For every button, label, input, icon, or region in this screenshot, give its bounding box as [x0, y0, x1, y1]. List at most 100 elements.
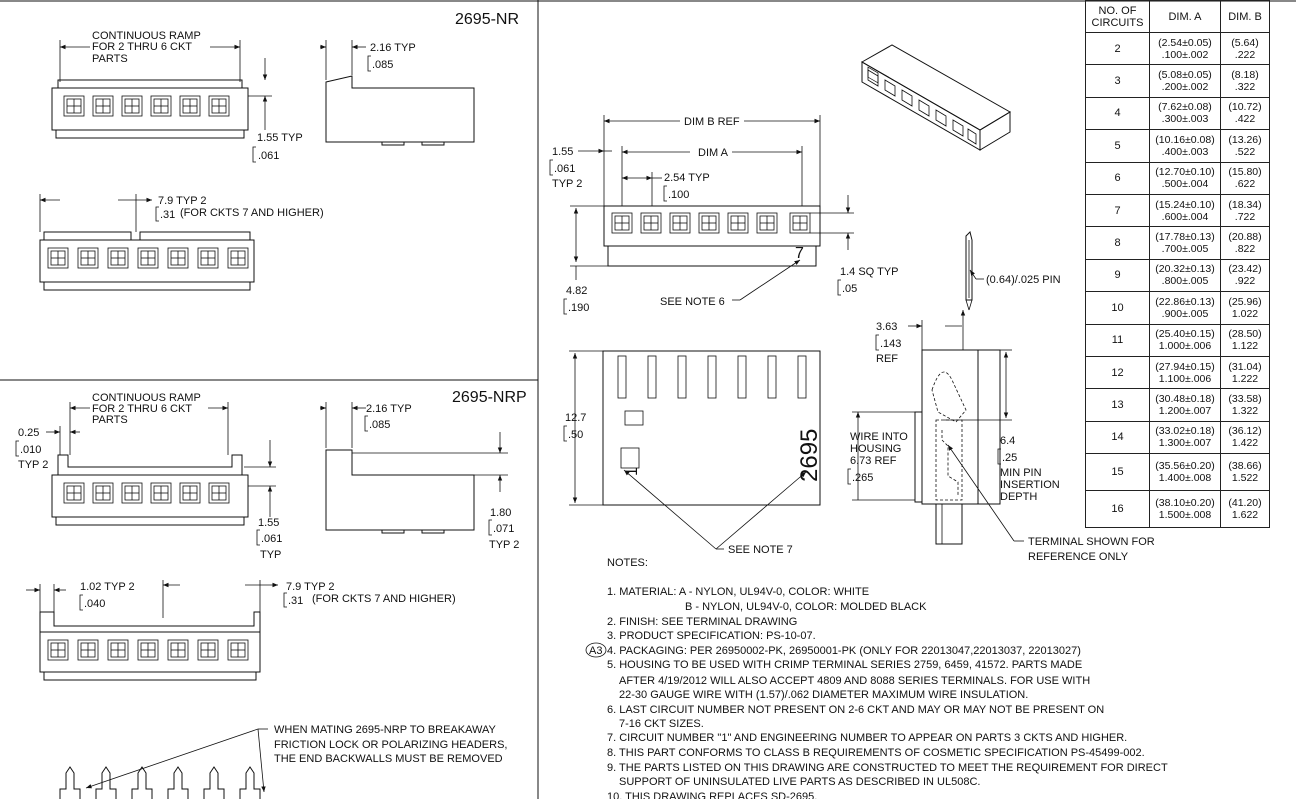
cell-dim-a: (5.08±0.05).200±.002	[1149, 64, 1221, 98]
nrp-typ: TYP	[260, 549, 281, 561]
nr-ckts7: (FOR CKTS 7 AND HIGHER)	[180, 207, 324, 219]
nrp-side-view	[325, 449, 475, 534]
note-3: 3. PRODUCT SPECIFICATION: PS-10-07.	[607, 630, 816, 642]
cell-dim-a: (33.02±0.18)1.300±.007	[1149, 420, 1221, 455]
cell-dim-b: (20.88).822	[1220, 226, 1270, 260]
nr-front-view	[51, 79, 249, 139]
note-2: 2. FINISH: SEE TERMINAL DRAWING	[607, 616, 797, 628]
nr-dim-31: .31	[160, 209, 175, 221]
nr-dim-155: 1.55 TYP	[257, 132, 303, 144]
dim-typ2: TYP 2	[552, 178, 582, 190]
table-row: 2(2.54±0.05).100±.002(5.64).222	[1085, 31, 1270, 66]
dim-64: 6.4	[1000, 435, 1015, 447]
note-7: 7. CIRCUIT NUMBER "1" AND ENGINEERING NU…	[607, 732, 1127, 744]
table-row: 13(30.48±0.18)1.200±.007(33.58)1.322	[1085, 388, 1270, 422]
engineering-number: 2695	[796, 429, 823, 482]
cell-dim-b: (25.96)1.022	[1220, 291, 1270, 325]
cell-circuits: 4	[1085, 96, 1150, 131]
nrp-dim-085: .085	[369, 419, 390, 431]
note-1a: 1. MATERIAL: A - NYLON, UL94V-0, COLOR: …	[607, 586, 869, 598]
table-row: 7(15.24±0.10).600±.004(18.34).722	[1085, 193, 1270, 228]
nrp-dim-102: 1.02 TYP 2	[80, 581, 135, 593]
cell-dim-a: (22.86±0.13).900±.005	[1149, 291, 1221, 325]
cell-dim-a: (17.78±0.13).700±.005	[1149, 226, 1221, 260]
see-note-7: SEE NOTE 7	[728, 544, 793, 556]
nrp-dim-31: .31	[288, 595, 303, 607]
mate-note-1: WHEN MATING 2695-NRP TO BREAKAWAY	[274, 724, 497, 736]
table-row: 3(5.08±0.05).200±.002(8.18).322	[1085, 64, 1270, 98]
min-pin-2: INSERTION	[1000, 479, 1060, 491]
cell-circuits: 6	[1085, 161, 1150, 195]
cell-dim-b: (15.80).622	[1220, 161, 1270, 195]
see-note-6: SEE NOTE 6	[660, 296, 725, 308]
table-row: 6(12.70±0.10).500±.004(15.80).622	[1085, 161, 1270, 195]
wire-label-2: HOUSING	[850, 443, 901, 455]
nrp-dim-010: .010	[20, 444, 41, 456]
nr-section: 2695-NR CONTINUOUS RAMP FOR 2 THRU 6 CKT…	[39, 11, 519, 291]
nrp-front-view	[51, 454, 249, 526]
cell-dim-b: (23.42).922	[1220, 258, 1270, 293]
nrp-ramp-label-3: PARTS	[92, 414, 128, 426]
terminal-section-view	[914, 231, 1001, 545]
note-9a: 9. THE PARTS LISTED ON THIS DRAWING ARE …	[607, 762, 1168, 774]
nr-ramp-label-3: PARTS	[92, 53, 128, 65]
cell-circuits: 8	[1085, 226, 1150, 260]
note-5b: AFTER 4/19/2012 WILL ALSO ACCEPT 4809 AN…	[619, 675, 1090, 687]
nrp-dim-071: .071	[493, 523, 514, 535]
cell-dim-b: (36.12)1.422	[1220, 420, 1270, 455]
cell-dim-a: (35.56±0.20)1.400±.008	[1149, 453, 1221, 492]
nr-dim-79: 7.9 TYP 2	[158, 195, 207, 207]
cell-dim-a: (20.32±0.13).800±.005	[1149, 258, 1221, 293]
nrp-dim-79: 7.9 TYP 2	[286, 581, 335, 593]
cell-circuits: 11	[1085, 323, 1150, 357]
nrp-7ckt-view	[39, 611, 261, 681]
dim-254: 2.54 TYP	[664, 172, 710, 184]
nrp-ramp-label-2: FOR 2 THRU 6 CKT	[92, 403, 192, 415]
cell-dim-a: (15.24±0.10).600±.004	[1149, 193, 1221, 228]
table-row: 11(25.40±0.15)1.000±.006(28.50)1.122	[1085, 323, 1270, 357]
note-5c: 22-30 GAUGE WIRE WITH (1.57)/.062 DIAMET…	[619, 689, 1028, 701]
dim-061: .061	[554, 163, 575, 175]
dim-a: DIM A	[698, 147, 729, 159]
table-row: 8(17.78±0.13).700±.005(20.88).822	[1085, 226, 1270, 260]
mate-note-2: FRICTION LOCK OR POLARIZING HEADERS,	[274, 739, 507, 751]
dim-155: 1.55	[552, 146, 573, 158]
dim-b-ref: DIM B REF	[684, 116, 740, 128]
cell-dim-a: (30.48±0.18)1.200±.007	[1149, 388, 1221, 422]
nr-7ckt-view	[39, 231, 255, 291]
cell-dim-b: (13.26).522	[1220, 129, 1270, 163]
cell-dim-b: (41.20)1.622	[1220, 490, 1270, 529]
dim-482: 4.82	[566, 285, 587, 297]
note-9b: SUPPORT OF UNINSULATED LIVE PARTS AS DES…	[619, 776, 980, 788]
note-5a: 5. HOUSING TO BE USED WITH CRIMP TERMINA…	[607, 659, 1082, 671]
cell-dim-b: (28.50)1.122	[1220, 323, 1270, 357]
cell-dim-a: (10.16±0.08).400±.003	[1149, 129, 1221, 163]
cell-dim-b: (8.18).322	[1220, 64, 1270, 98]
dim-100: .100	[668, 189, 689, 201]
nrp-dim-216: 2.16 TYP	[366, 403, 412, 415]
table-header-dim-a: DIM. A	[1149, 0, 1221, 33]
nrp-ramp-label-1: CONTINUOUS RAMP	[92, 392, 201, 404]
table-row: 10(22.86±0.13).900±.005(25.96)1.022	[1085, 291, 1270, 325]
cell-dim-a: (27.94±0.15)1.100±.006	[1149, 355, 1221, 390]
notes-block: NOTES: 1. MATERIAL: A - NYLON, UL94V-0, …	[585, 557, 1168, 799]
nr-dim-085: .085	[372, 59, 393, 71]
table-row: 5(10.16±0.08).400±.003(13.26).522	[1085, 129, 1270, 163]
cell-circuits: 3	[1085, 64, 1150, 98]
nrp-title: 2695-NRP	[452, 389, 527, 406]
isometric-view	[860, 44, 1011, 151]
cell-dim-a: (2.54±0.05).100±.002	[1149, 31, 1221, 66]
dim-50: .50	[568, 429, 583, 441]
cell-dim-b: (10.72).422	[1220, 96, 1270, 131]
dim-127: 12.7	[565, 412, 586, 424]
nrp-dim-180: 1.80	[490, 507, 511, 519]
pin-label: (0.64)/.025 PIN	[986, 274, 1061, 286]
cell-dim-b: (38.66)1.522	[1220, 453, 1270, 492]
nr-side-view	[325, 75, 475, 146]
last-circuit-number: 7	[795, 245, 804, 262]
cell-circuits: 5	[1085, 129, 1150, 163]
